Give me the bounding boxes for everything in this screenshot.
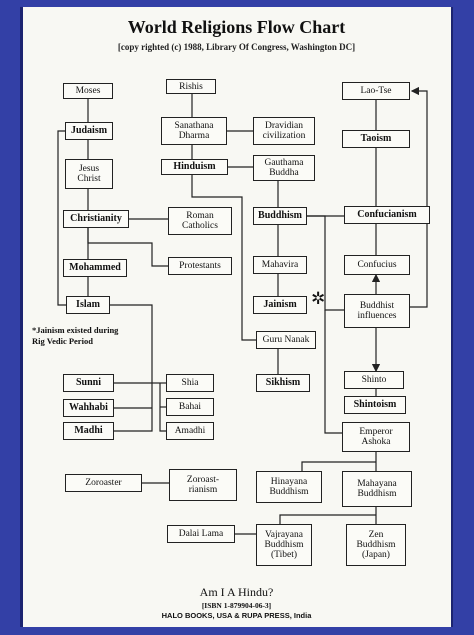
footer-isbn: [ISBN 1-879904-06-3]	[201, 601, 272, 610]
node-dravidian-civilization: Dravidian civilization	[253, 117, 315, 145]
node-zoroaster: Zoroaster	[65, 474, 142, 492]
edge-buddhism-ashoka	[324, 310, 342, 434]
node-buddhism: Buddhism	[253, 207, 307, 225]
node-dalai-lama: Dalai Lama	[167, 525, 235, 543]
node-jesus-christ: Jesus Christ	[65, 159, 113, 189]
footer-publisher: HALO BOOKS, USA & RUPA PRESS, India	[161, 611, 312, 620]
node-lao-tse: Lao-Tse	[342, 82, 410, 100]
edge-islam-branches	[110, 304, 153, 432]
node-zoroastrianism: Zoroast- rianism	[169, 469, 237, 501]
node-moses: Moses	[63, 83, 113, 99]
node-taoism: Taoism	[342, 130, 410, 148]
node-sikhism: Sikhism	[256, 374, 310, 392]
footer-book-title: Am I A Hindu?	[199, 585, 274, 599]
edge-hinduism-gurunanak	[191, 175, 256, 341]
node-roman-catholics: Roman Catholics	[168, 207, 232, 235]
node-mahavira: Mahavira	[253, 256, 307, 274]
node-sunni: Sunni	[63, 374, 114, 392]
node-mahayana-buddhism: Mahayana Buddhism	[342, 471, 412, 507]
node-protestants: Protestants	[168, 257, 232, 275]
chart-sheet: World Religions Flow Chart [copy righted…	[20, 7, 453, 627]
node-judaism: Judaism	[65, 122, 113, 140]
node-christianity: Christianity	[63, 210, 129, 228]
node-shintoism: Shintoism	[344, 396, 406, 414]
copyright-subtitle: [copy righted (c) 1988, Library Of Congr…	[117, 42, 356, 52]
node-madhi: Madhi	[63, 422, 114, 440]
node-confucianism: Confucianism	[344, 206, 430, 224]
node-islam: Islam	[66, 296, 110, 314]
node-gauthama-buddha: Gauthama Buddha	[253, 155, 315, 181]
node-zen-buddhism: Zen Buddhism (Japan)	[346, 524, 406, 566]
node-rishis: Rishis	[166, 79, 216, 94]
edge-infl-laotse	[410, 86, 428, 308]
node-confucius: Confucius	[344, 255, 410, 275]
edge-judaism-islam	[57, 130, 66, 306]
star-icon: ✲	[311, 289, 326, 308]
edge-ashoka-hinayana	[301, 461, 376, 471]
node-hinduism: Hinduism	[161, 159, 228, 175]
node-hinayana-buddhism: Hinayana Buddhism	[256, 471, 322, 503]
node-mohammed: Mohammed	[63, 259, 127, 277]
node-buddhist-influences: Buddhist influences	[344, 294, 410, 328]
edge-buddhism-infl	[307, 215, 344, 311]
node-emperor-ashoka: Emperor Ashoka	[342, 422, 410, 452]
node-shia: Shia	[166, 374, 214, 392]
node-vajrayana-buddhism: Vajrayana Buddhism (Tibet)	[256, 524, 312, 566]
jainism-note: *Jainism existed during Rig Vedic Period	[32, 325, 119, 346]
edge-shia-bahai	[159, 383, 166, 432]
node-jainism: Jainism	[253, 296, 307, 314]
node-wahhabi: Wahhabi	[63, 399, 114, 417]
node-guru-nanak: Guru Nanak	[256, 331, 316, 349]
connector-lines	[57, 86, 428, 535]
node-bahai: Bahai	[166, 398, 214, 416]
sheet-border-left	[20, 7, 23, 627]
node-amadhi: Amadhi	[166, 422, 214, 440]
page-title: World Religions Flow Chart	[127, 17, 346, 37]
node-sanathana-dharma: Sanathana Dharma	[161, 117, 227, 145]
edge-mahayana-vajrayana	[279, 514, 376, 524]
node-shinto: Shinto	[344, 371, 404, 389]
sheet-border-right	[451, 7, 453, 627]
